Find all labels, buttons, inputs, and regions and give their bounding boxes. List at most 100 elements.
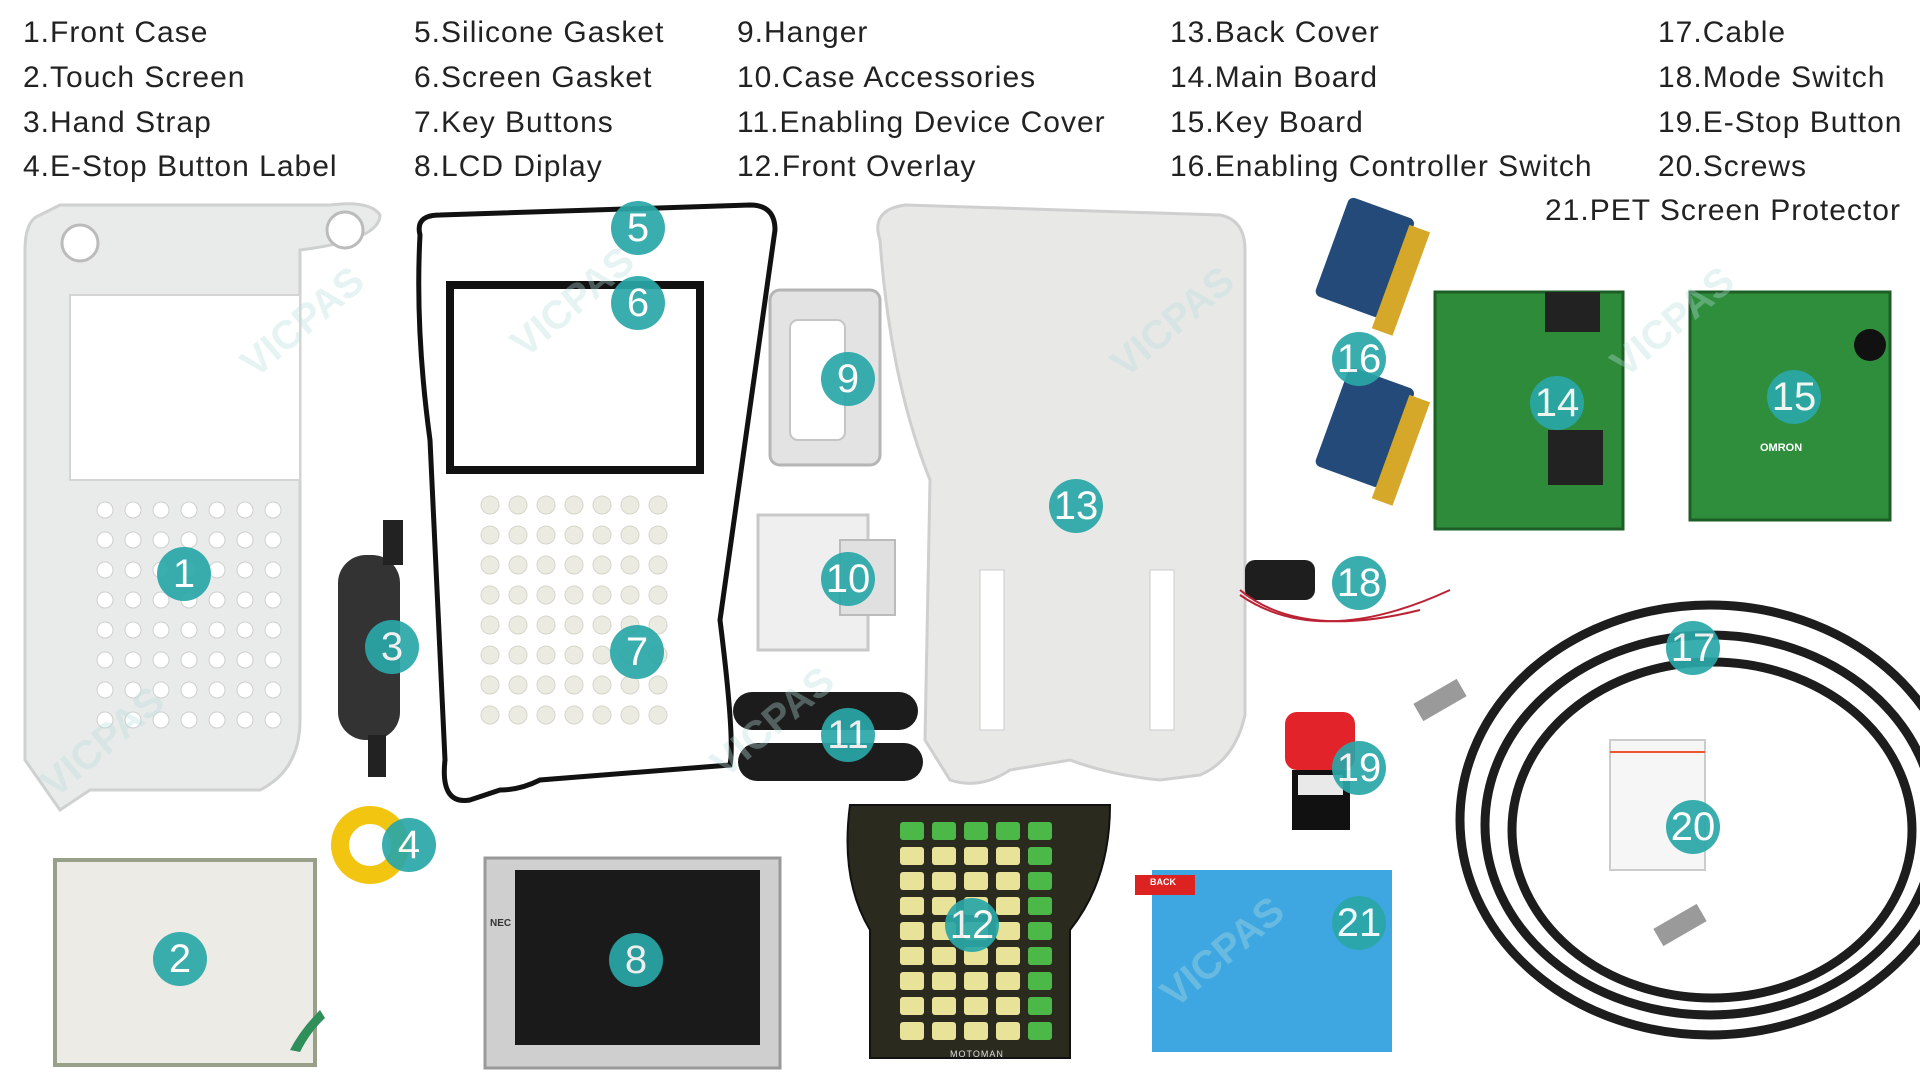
key-button: [648, 585, 668, 605]
overlay-key: [996, 947, 1020, 965]
badge-20: 20: [1666, 800, 1720, 854]
cable-connector-top: [1413, 678, 1467, 722]
case-hole: [180, 711, 198, 729]
cable-connector-bottom: [1653, 903, 1707, 947]
key-button: [508, 555, 528, 575]
overlay-key: [964, 872, 988, 890]
overlay-key: [1028, 872, 1052, 890]
case-hole: [124, 591, 142, 609]
overlay-key: [932, 872, 956, 890]
legend-item-15: 15.Key Board: [1170, 106, 1364, 139]
case-hole: [124, 561, 142, 579]
badge-1: 1: [157, 547, 211, 601]
case-hole: [236, 711, 254, 729]
legend-item-21: 21.PET Screen Protector: [1545, 194, 1901, 227]
key-button: [648, 615, 668, 635]
case-hole: [96, 561, 114, 579]
overlay-key: [932, 847, 956, 865]
overlay-key: [964, 822, 988, 840]
key-button: [564, 495, 584, 515]
case-hole: [236, 621, 254, 639]
key-button: [480, 525, 500, 545]
case-hole: [236, 501, 254, 519]
main-board-cpu: [1548, 430, 1603, 485]
key-button: [536, 675, 556, 695]
key-button: [592, 645, 612, 665]
overlay-key: [996, 922, 1020, 940]
case-hole: [208, 591, 226, 609]
case-hole: [208, 711, 226, 729]
case-hole: [152, 591, 170, 609]
overlay-key: [964, 847, 988, 865]
key-button: [648, 675, 668, 695]
overlay-key: [996, 897, 1020, 915]
badge-11: 11: [821, 708, 875, 762]
badge-10: 10: [821, 552, 875, 606]
overlay-key: [964, 997, 988, 1015]
key-button: [620, 585, 640, 605]
case-hole: [208, 681, 226, 699]
case-hole: [180, 621, 198, 639]
motoman-label: MOTOMAN: [950, 1049, 1004, 1059]
case-hole: [264, 591, 282, 609]
overlay-key: [996, 872, 1020, 890]
case-hole: [152, 681, 170, 699]
legend-item-2: 2.Touch Screen: [23, 61, 246, 94]
key-button: [648, 525, 668, 545]
key-button: [564, 675, 584, 695]
legend-item-19: 19.E-Stop Button: [1658, 106, 1903, 139]
legend-item-6: 6.Screen Gasket: [414, 61, 653, 94]
key-button: [480, 495, 500, 515]
case-hole: [180, 651, 198, 669]
case-hole: [208, 651, 226, 669]
overlay-key: [932, 947, 956, 965]
case-hole: [152, 501, 170, 519]
legend-item-7: 7.Key Buttons: [414, 106, 614, 139]
badge-4: 4: [382, 818, 436, 872]
case-hole: [264, 621, 282, 639]
key-button: [508, 675, 528, 695]
case-hole: [124, 621, 142, 639]
legend-item-5: 5.Silicone Gasket: [414, 16, 665, 49]
overlay-key: [900, 972, 924, 990]
case-hole: [208, 621, 226, 639]
overlay-key: [900, 872, 924, 890]
key-button: [508, 615, 528, 635]
key-button: [536, 525, 556, 545]
lcd-display: [483, 856, 782, 1070]
badge-2: 2: [153, 932, 207, 986]
key-button: [536, 495, 556, 515]
overlay-key: [996, 1022, 1020, 1040]
key-button: [536, 615, 556, 635]
enabling-device-cover: [733, 692, 923, 781]
key-button: [508, 525, 528, 545]
case-hole: [124, 531, 142, 549]
overlay-key: [996, 997, 1020, 1015]
overlay-key: [996, 972, 1020, 990]
overlay-key: [1028, 822, 1052, 840]
legend-item-20: 20.Screws: [1658, 150, 1808, 183]
key-button: [648, 555, 668, 575]
case-hole: [96, 591, 114, 609]
case-hole: [264, 531, 282, 549]
legend-item-10: 10.Case Accessories: [737, 61, 1037, 94]
key-button: [536, 705, 556, 725]
key-button: [648, 495, 668, 515]
key-button: [508, 645, 528, 665]
key-button: [620, 495, 640, 515]
case-hole: [236, 681, 254, 699]
key-button: [592, 615, 612, 635]
key-button: [508, 585, 528, 605]
gaskets: [416, 202, 778, 803]
overlay-key: [932, 972, 956, 990]
case-hole: [152, 711, 170, 729]
badge-7: 7: [610, 625, 664, 679]
overlay-key: [1028, 997, 1052, 1015]
case-hole: [236, 651, 254, 669]
key-button: [480, 555, 500, 575]
legend-item-16: 16.Enabling Controller Switch: [1170, 150, 1593, 183]
overlay-key: [996, 847, 1020, 865]
overlay-key: [900, 997, 924, 1015]
overlay-key: [964, 972, 988, 990]
key-button: [592, 675, 612, 695]
